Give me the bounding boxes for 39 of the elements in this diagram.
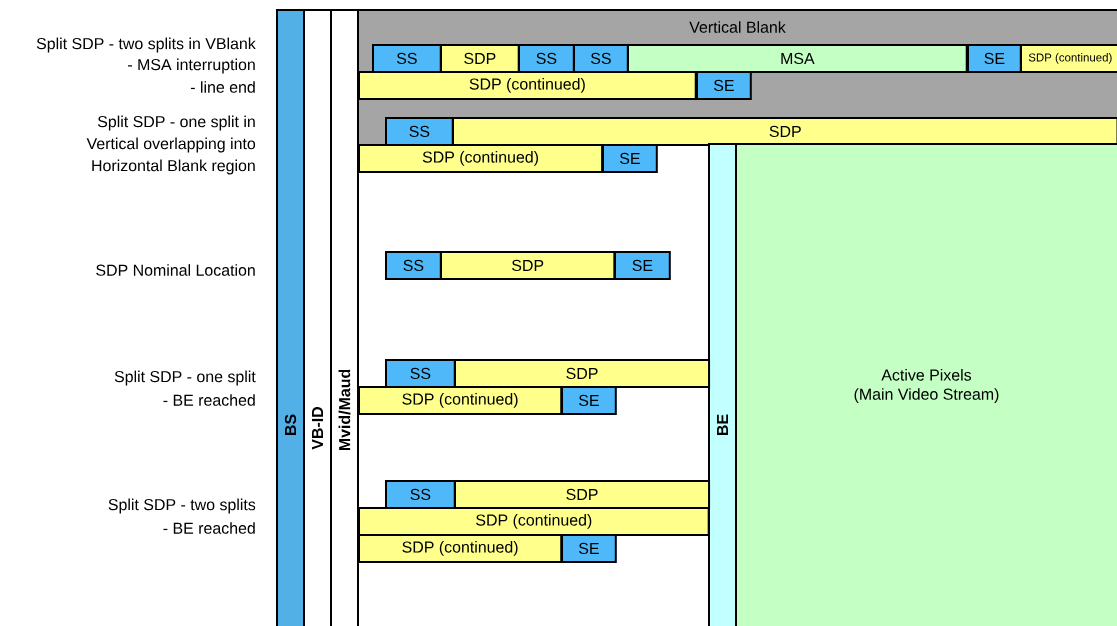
row-label: Split SDP - one split in [97, 115, 255, 131]
packet-box: SDP (continued) [1020, 44, 1117, 73]
packet-box: SS [385, 359, 456, 388]
row-label: - BE reached [163, 522, 255, 534]
row-label: - BE reached [163, 394, 255, 406]
packet-box: SDP [454, 359, 711, 388]
row-label: - MSA interruption [128, 58, 255, 74]
packet-box: SS [573, 44, 629, 73]
packet-box: SE [696, 71, 752, 100]
row-label: Horizontal Blank region [92, 159, 255, 175]
row-label: Split SDP - two splits in VBlank [36, 37, 256, 53]
packet-box: SS [518, 44, 575, 73]
packet-box: SDP (continued) [358, 534, 563, 563]
packet-box: SDP [440, 44, 520, 73]
column-bar: BE [708, 143, 737, 626]
packet-box: SDP [454, 480, 711, 509]
row-label: - line end [190, 81, 255, 93]
packet-box: SDP (continued) [358, 386, 563, 415]
region-band: Active Pixels (Main Video Stream) [735, 143, 1117, 626]
column-bar: Mvid/Maud [330, 9, 359, 626]
row-label: Split SDP - one split [114, 370, 256, 386]
packet-box: SE [602, 144, 658, 173]
packet-box: SE [614, 251, 671, 280]
packet-box: MSA [627, 44, 968, 73]
row-label: Split SDP - two splits [108, 498, 256, 514]
packet-box: SDP (continued) [358, 507, 710, 536]
row-label: Vertical overlapping into [86, 137, 256, 153]
packet-box: SE [561, 534, 617, 563]
packet-box: SS [372, 44, 442, 73]
column-bar: BS [276, 9, 305, 626]
packet-box: SE [561, 386, 617, 415]
packet-box: SDP (continued) [358, 144, 604, 173]
packet-box: SS [385, 117, 454, 146]
row-label: SDP Nominal Location [96, 264, 255, 276]
packet-box: SE [967, 44, 1022, 73]
packet-box: SS [385, 251, 442, 280]
column-bar: VB-ID [303, 9, 332, 626]
packet-box: SDP [440, 251, 616, 280]
packet-box: SS [385, 480, 456, 509]
